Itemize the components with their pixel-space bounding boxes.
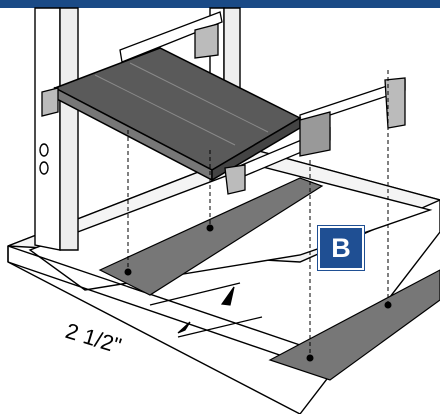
mounting-holes [124,224,392,362]
callout-badge-b: B [318,226,364,270]
header-band [0,0,440,8]
floor-plate-right [268,269,440,381]
rear-rail [119,11,406,129]
dimension-lines [149,282,263,338]
tray [53,47,302,182]
left-rack-rails [34,7,241,251]
alignment-lines [127,70,389,358]
front-rail [41,87,331,195]
floor-plate-left [98,177,324,296]
